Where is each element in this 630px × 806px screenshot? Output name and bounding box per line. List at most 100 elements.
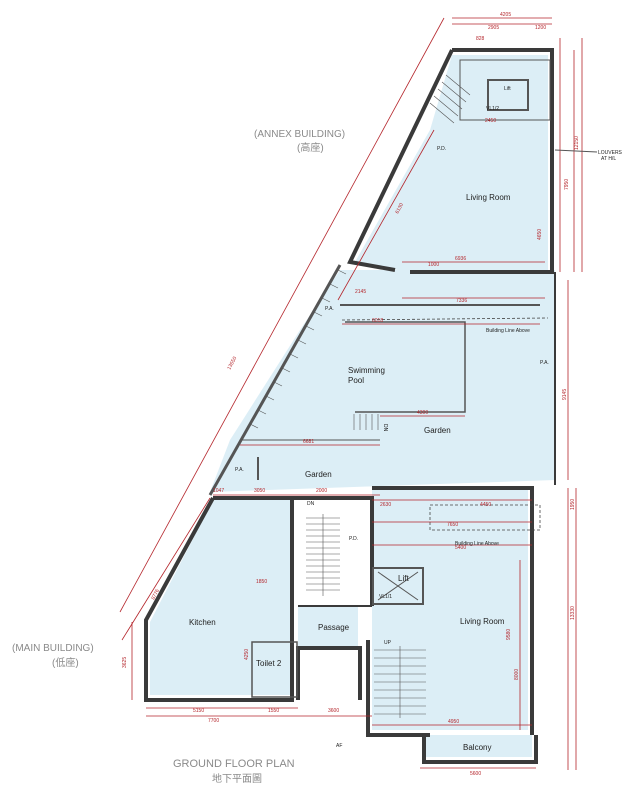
dim-1550: 1550 [268,708,279,714]
room-label-garden-lower: Garden [305,470,332,479]
annex-building-label: (ANNEX BUILDING) [254,129,345,140]
dim-4205: 4205 [500,12,511,18]
stairs [249,74,471,718]
room-label-garden-upper: Garden [424,426,451,435]
dim-12150: 12150 [574,136,580,150]
lower-lift-shaft [372,567,424,605]
room-label-passage: Passage [318,623,350,632]
dim-6018: 6018 [372,318,383,324]
main-building-label-zh: (低座) [52,656,79,669]
note-vl1-2: VL1/2 [486,106,499,112]
dim-3600: 3600 [328,708,339,714]
dim-4950: 4950 [448,719,459,725]
room-label-living-room-upper: Living Room [466,193,511,202]
dim-9145: 9145 [562,389,568,400]
dim-2630: 2630 [380,502,391,508]
building-line-upper [341,317,549,321]
dim-8000: 8000 [514,669,520,680]
building-labels: (ANNEX BUILDING) (高座) (MAIN BUILDING) (低… [12,129,345,785]
dimension-texts: 4205 2905 1200 828 6936 7336 6018 4300 6… [122,12,580,777]
note-pd-1: P.D. [437,146,446,152]
note-louvers-2: AT H/L [601,156,616,162]
dim-3050: 3050 [254,488,265,494]
terrace-fill [210,270,555,492]
note-pa-3: P.A. [235,467,244,473]
dim-6936: 6936 [455,256,466,262]
pool-stair [353,414,379,430]
kitchen-fill [150,500,292,695]
main-east-wall [372,486,534,735]
dim-1000: 1000 [428,262,439,268]
walls [144,48,556,764]
room-label-living-room-lower: Living Room [460,617,505,626]
living-room-upper-fill [355,55,548,270]
note-pa-2: P.A. [540,360,549,366]
dim-1850: 1850 [256,579,267,585]
room-label-pool: Pool [348,376,364,385]
dim-9580: 9580 [506,629,512,640]
room-labels: Living Room Swimming Pool Garden Garden … [189,86,511,752]
room-label-kitchen: Kitchen [189,618,216,627]
note-af: AF [336,743,342,749]
note-vl1-1: VL1/1 [379,594,392,600]
building-lines [341,317,549,531]
annotation-labels: LOUVERS AT H/L Building Line Above Build… [235,106,623,749]
balcony-wall [422,735,538,764]
note-pa-1: P.A. [325,306,334,312]
upper-core-stair [429,74,471,124]
dim-7950: 7950 [564,179,570,190]
plan-title-zh: 地下平面圖 [212,772,262,785]
dim-8776: 8776 [150,588,161,601]
building-line-lower [429,504,541,531]
note-building-line-1: Building Line Above [486,328,530,334]
dim-2145: 2145 [355,289,366,295]
note-up-1: UP [384,640,392,646]
pool-edge [345,321,466,413]
dim-5150: 5150 [193,708,204,714]
room-label-balcony: Balcony [463,743,491,752]
dimension-lines [119,17,583,770]
main-building-label: (MAIN BUILDING) [12,643,94,654]
dim-1200: 1200 [535,25,546,31]
dim-7336: 7336 [456,298,467,304]
room-label-lift-upper: Lift [504,86,511,92]
lower-core-stair [374,646,426,718]
annex-diagonal-wall [347,49,454,272]
dim-5400: 5400 [455,545,466,551]
kitchen-stair [306,514,340,596]
dim-13330: 13330 [570,606,576,620]
note-pd-2: P.D. [349,536,358,542]
dim-2450: 2450 [485,118,496,124]
dim-828: 828 [476,36,485,42]
terrace-diagonal-edge [208,264,342,496]
annex-building-label-zh: (高座) [297,141,324,154]
main-outer-wall [144,496,294,702]
dim-7650: 7650 [447,522,458,528]
dim-4650: 4650 [537,229,543,240]
lower-core-wall [366,640,430,737]
upper-stair-core [459,59,551,121]
dim-4250: 4250 [244,649,250,660]
dim-1950: 1950 [570,499,576,510]
lower-lift-x2 [377,571,419,601]
dim-2905: 2905 [488,25,499,31]
plan-title: GROUND FLOOR PLAN [173,758,295,770]
dim-1047: 1047 [213,488,224,494]
diagonal-wall-hatch [249,269,347,429]
balcony-fill [426,735,532,757]
note-louvers-1: LOUVERS [598,150,623,156]
room-label-lift-lower: Lift [398,574,409,583]
note-building-line-2: Building Line Above [455,541,499,547]
passage-fill [298,606,358,646]
dim-2000: 2000 [316,488,327,494]
toilet-room [251,641,298,698]
note-dn-2: DN [382,424,388,432]
note-dn-1: DN [307,501,315,507]
main-south-wall [296,646,362,700]
dim-13550: 13550 [226,356,238,371]
dim-3625: 3625 [122,657,128,668]
dim-6681: 6681 [303,439,314,445]
dim-6130: 6130 [394,202,405,215]
louvers-leader [554,149,598,153]
